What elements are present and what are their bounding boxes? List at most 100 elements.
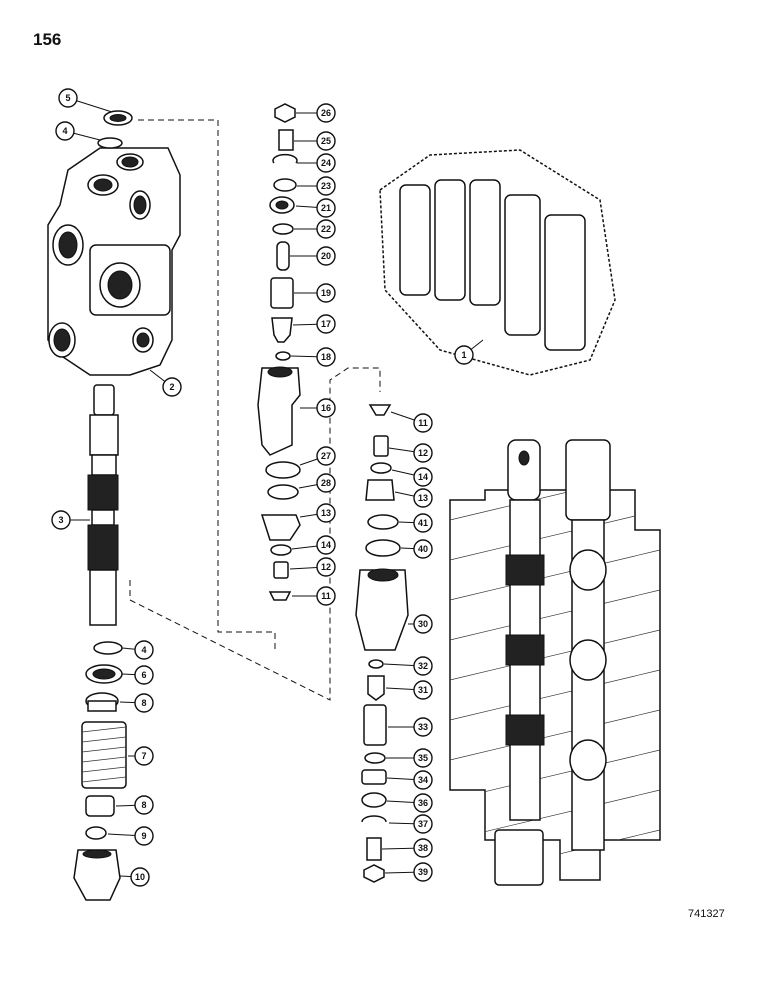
callout-25: 25 xyxy=(316,131,336,151)
callout-label: 20 xyxy=(321,251,331,261)
callout-label: 36 xyxy=(418,798,428,808)
figure-number: 741327 xyxy=(688,908,725,920)
valve-assembly-sketch xyxy=(379,149,616,376)
callout-label: 1 xyxy=(461,350,466,360)
callout-38: 38 xyxy=(413,838,433,858)
callout-33: 33 xyxy=(413,717,433,737)
o-ring-18 xyxy=(275,351,291,361)
callout-label: 13 xyxy=(321,508,331,518)
o-ring-27 xyxy=(265,461,301,479)
callout-37: 37 xyxy=(413,814,433,834)
callout-circle xyxy=(413,717,433,737)
callout-label: 7 xyxy=(141,751,146,761)
callout-label: 14 xyxy=(418,472,428,482)
callout-13: 13 xyxy=(316,503,336,523)
callout-16: 16 xyxy=(316,398,336,418)
seal-36 xyxy=(361,792,387,808)
callout-label: 9 xyxy=(141,831,146,841)
o-ring-22 xyxy=(272,223,294,235)
callout-label: 18 xyxy=(321,352,331,362)
callout-26: 26 xyxy=(316,103,336,123)
callout-9: 9 xyxy=(134,826,154,846)
callout-circle xyxy=(454,345,474,365)
callout-label: 8 xyxy=(141,800,146,810)
callout-circle xyxy=(316,347,336,367)
set-screw-38 xyxy=(366,837,382,861)
callout-circle xyxy=(134,795,154,815)
plug-13 xyxy=(260,514,301,541)
callout-label: 2 xyxy=(169,382,174,392)
callout-21: 21 xyxy=(316,198,336,218)
callout-label: 35 xyxy=(418,753,428,763)
callout-11: 11 xyxy=(316,586,336,606)
callout-circle xyxy=(134,746,154,766)
callout-label: 6 xyxy=(141,670,146,680)
callouts: 5423468789102625242321222019171816272813… xyxy=(51,88,474,887)
callout-circle xyxy=(413,793,433,813)
snap-ring-37 xyxy=(361,815,387,823)
middle-parts xyxy=(257,103,301,601)
nut-39 xyxy=(363,864,385,883)
callout-circle xyxy=(413,539,433,559)
callout-20: 20 xyxy=(316,246,336,266)
callout-circle xyxy=(130,867,150,887)
callout-label: 37 xyxy=(418,819,428,829)
callout-label: 14 xyxy=(321,540,331,550)
o-ring-14 xyxy=(270,544,292,556)
seal-5 xyxy=(103,110,133,126)
callout-circle xyxy=(413,748,433,768)
callout-8: 8 xyxy=(134,795,154,815)
callout-label: 28 xyxy=(321,478,331,488)
washer-23 xyxy=(273,178,297,192)
poppet-11b xyxy=(368,404,392,416)
callout-circle xyxy=(316,246,336,266)
callout-circle xyxy=(316,314,336,334)
relief-valve-16 xyxy=(257,367,301,456)
page-number: 156 xyxy=(33,30,62,49)
plug-13b xyxy=(365,479,395,501)
callout-label: 3 xyxy=(58,515,63,525)
o-ring-4-bottom xyxy=(93,641,123,655)
callout-circle xyxy=(162,377,182,397)
spring-7 xyxy=(81,721,127,789)
callout-17: 17 xyxy=(316,314,336,334)
callout-circle xyxy=(316,219,336,239)
callout-34: 34 xyxy=(413,770,433,790)
o-ring-14b xyxy=(370,462,392,474)
callout-circle xyxy=(316,557,336,577)
callout-label: 38 xyxy=(418,843,428,853)
callout-label: 32 xyxy=(418,661,428,671)
callout-12: 12 xyxy=(316,557,336,577)
callout-circle xyxy=(134,640,154,660)
callout-circle xyxy=(316,131,336,151)
callout-circle xyxy=(413,467,433,487)
callout-14: 14 xyxy=(413,467,433,487)
callout-circle xyxy=(316,446,336,466)
poppet-31 xyxy=(367,675,385,701)
callout-circle xyxy=(413,814,433,834)
callout-label: 25 xyxy=(321,136,331,146)
callout-circle xyxy=(316,398,336,418)
cap-10 xyxy=(73,849,121,901)
callout-circle xyxy=(316,283,336,303)
spool-3 xyxy=(87,384,119,626)
callout-31: 31 xyxy=(413,680,433,700)
callout-label: 31 xyxy=(418,685,428,695)
callout-circle xyxy=(316,473,336,493)
pin-20 xyxy=(276,241,290,271)
washer-9 xyxy=(85,826,107,840)
callout-24: 24 xyxy=(316,153,336,173)
relief-valve-30 xyxy=(355,569,409,651)
callout-label: 30 xyxy=(418,619,428,629)
callout-circle xyxy=(413,614,433,634)
spring-33 xyxy=(363,704,387,746)
callout-circle xyxy=(316,535,336,555)
callout-circle xyxy=(413,770,433,790)
right-mid-parts xyxy=(355,404,409,883)
callout-1: 1 xyxy=(454,345,474,365)
callout-circle xyxy=(413,443,433,463)
callout-40: 40 xyxy=(413,539,433,559)
callout-5: 5 xyxy=(58,88,78,108)
callout-12: 12 xyxy=(413,443,433,463)
